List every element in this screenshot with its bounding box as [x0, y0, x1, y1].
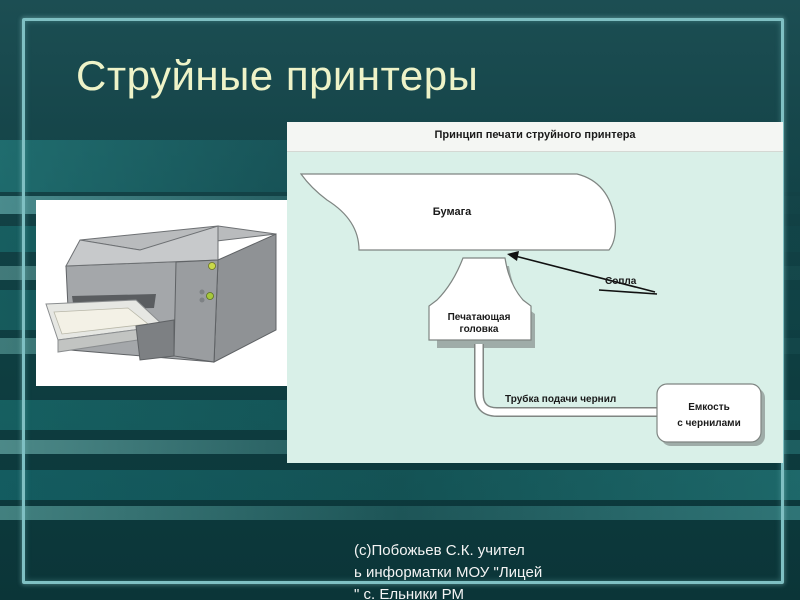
- printer-illustration: [36, 200, 292, 386]
- diagram-title: Принцип печати струйного принтера: [287, 122, 783, 152]
- diagram-drawing: Бумага Печатающая головка Сопла Трубка п…: [299, 173, 765, 446]
- nozzles-arrowhead: [507, 251, 519, 261]
- print-head-label-2: головка: [460, 324, 499, 335]
- printer-icon: [45, 225, 277, 363]
- ink-tube-label: Трубка подачи чернил: [505, 393, 616, 405]
- nozzles-underline: [598, 289, 658, 295]
- bg-stripe: [0, 506, 800, 520]
- print-head-shape: [428, 257, 532, 341]
- inkjet-diagram: Принцип печати струйного принтера Бумага…: [287, 122, 783, 463]
- print-head-label-1: Печатающая: [448, 312, 511, 323]
- paper-label: Бумага: [433, 206, 472, 218]
- slide-title: Струйные принтеры: [76, 52, 479, 99]
- paper-shape: [299, 173, 616, 251]
- ink-tank-shape: [656, 383, 762, 443]
- nozzles-label: Сопла: [605, 276, 637, 287]
- author-credit: (с)Побожьев С.К. учител ь информатки МОУ…: [354, 542, 543, 600]
- ink-tank-label-1: Емкость: [688, 402, 730, 413]
- bg-stripe: [0, 470, 800, 500]
- nozzles-pointer-line: [514, 255, 656, 293]
- ink-tank-label-2: с чернилами: [677, 418, 740, 429]
